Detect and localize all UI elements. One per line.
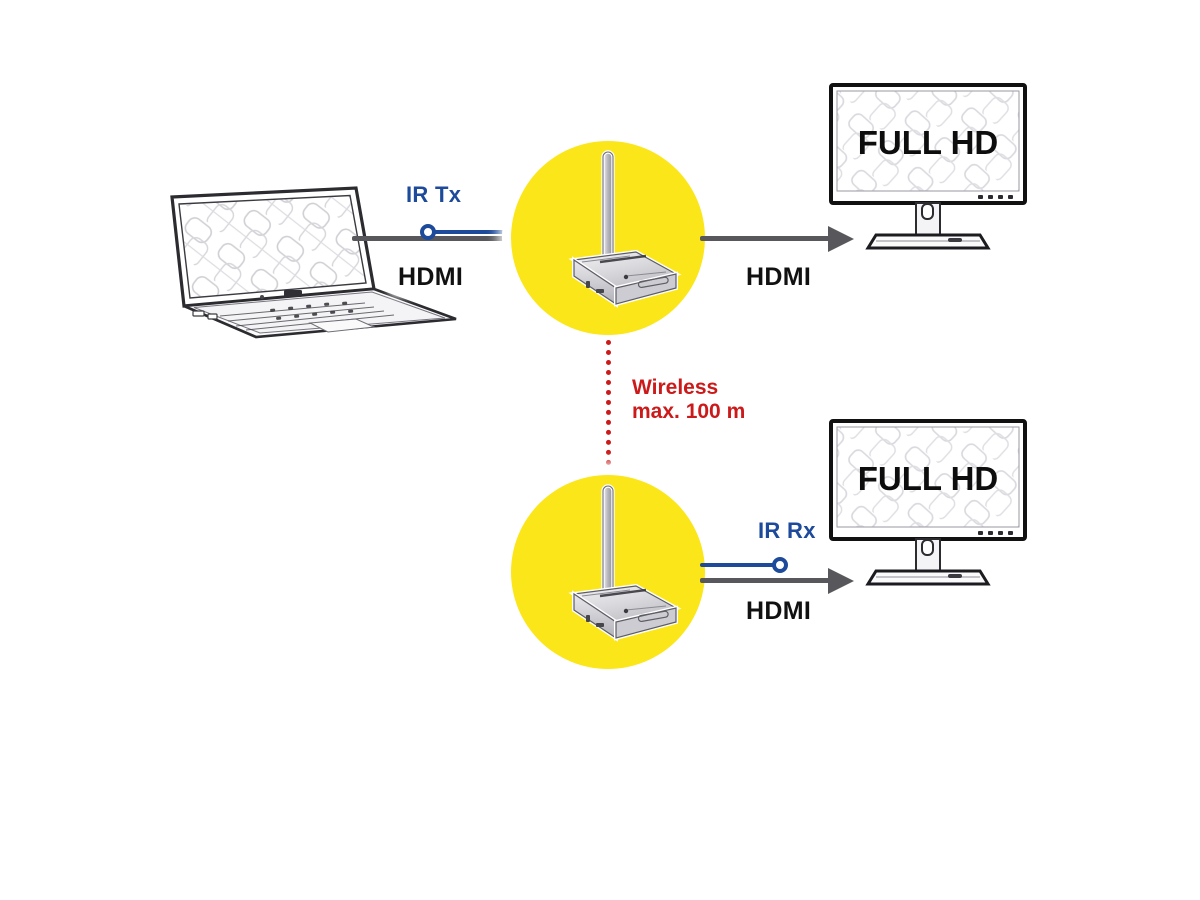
laptop-device xyxy=(160,185,470,340)
ir-rx-line xyxy=(700,563,780,567)
hdmi-out-top-label: HDMI xyxy=(740,262,818,292)
ir-rx-label: IR Rx xyxy=(752,518,822,545)
monitor-top-screen-text: FULL HD xyxy=(858,124,999,161)
monitor-top: FULL HD xyxy=(828,82,1028,254)
hdmi-in-label: HDMI xyxy=(392,262,470,292)
wireless-label-line1: Wireless xyxy=(632,376,719,399)
hdmi-out-bottom-label: HDMI xyxy=(740,596,818,626)
hdmi-arrow-top-icon xyxy=(828,226,854,252)
ir-rx-endpoint-icon xyxy=(772,557,788,573)
ir-tx-endpoint-icon xyxy=(420,224,436,240)
hdmi-arrow-bottom-icon xyxy=(828,568,854,594)
wireless-label: Wireless max. 100 m xyxy=(625,374,753,426)
ir-tx-line xyxy=(434,230,534,234)
transmitter-device xyxy=(530,148,690,320)
wireless-label-line2: max. 100 m xyxy=(632,399,746,423)
monitor-bottom-screen-text: FULL HD xyxy=(858,460,999,497)
monitor-bottom: FULL HD xyxy=(828,418,1028,590)
wireless-dotted-link xyxy=(606,340,616,475)
hdmi-line-receiver-to-monitor xyxy=(700,578,830,583)
hdmi-line-transmitter-to-monitor xyxy=(700,236,830,241)
ir-tx-label: IR Tx xyxy=(400,182,468,209)
hdmi-line-laptop-to-transmitter xyxy=(352,236,532,241)
receiver-device xyxy=(530,482,690,654)
